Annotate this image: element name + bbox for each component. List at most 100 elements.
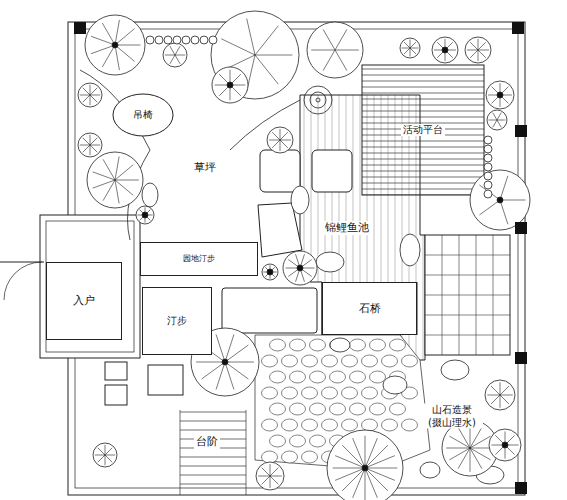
plan-stroke xyxy=(470,170,530,230)
plan-stroke xyxy=(470,42,478,50)
plan-stroke xyxy=(196,362,225,363)
plan-stroke xyxy=(270,468,278,476)
plan-stroke xyxy=(370,371,386,383)
plan-stroke xyxy=(83,145,90,152)
plan-stroke xyxy=(105,455,106,465)
plan-stroke xyxy=(165,55,175,56)
area-label: 活动平台 xyxy=(401,124,445,136)
plan-stroke xyxy=(46,221,134,352)
plan-stroke xyxy=(212,67,248,103)
plan-stroke xyxy=(90,145,100,146)
plan-stroke xyxy=(402,355,418,367)
plan-stroke xyxy=(175,55,185,56)
plan-stroke xyxy=(270,435,286,447)
plan-stroke xyxy=(310,371,326,383)
plan-stroke xyxy=(515,222,527,234)
plan-stroke xyxy=(500,395,501,408)
plan-stroke xyxy=(180,430,246,431)
plan-stroke xyxy=(256,462,284,490)
plan-stroke xyxy=(105,362,127,380)
plan-stroke xyxy=(310,403,326,415)
plan-stroke xyxy=(425,335,510,336)
plan-stroke xyxy=(493,113,497,120)
plan-stroke xyxy=(310,435,326,447)
plan-stroke xyxy=(297,265,303,271)
plan-stroke xyxy=(102,45,115,67)
plan-stroke xyxy=(410,42,416,48)
plan-stroke xyxy=(425,235,510,355)
chair-ellipse: 吊椅 xyxy=(112,93,174,137)
plan-stroke xyxy=(83,88,90,95)
plan-stroke xyxy=(225,362,248,379)
plan-stroke xyxy=(362,419,378,431)
plan-stroke xyxy=(425,295,510,296)
plan-stroke xyxy=(91,45,115,54)
plan-stroke xyxy=(216,362,225,389)
plan-stroke xyxy=(163,43,187,67)
plan-stroke xyxy=(148,365,183,395)
plan-stroke xyxy=(93,172,115,180)
plan-stroke xyxy=(290,371,306,383)
plan-stroke xyxy=(458,427,470,448)
plan-stroke xyxy=(500,395,513,396)
plan-stroke xyxy=(87,152,143,208)
plan-stroke xyxy=(470,50,478,58)
plan-stroke xyxy=(425,235,510,355)
plan-stroke xyxy=(484,154,492,162)
plan-stroke xyxy=(90,145,97,152)
plan-stroke xyxy=(467,50,478,51)
plan-stroke xyxy=(484,190,492,198)
plan-stroke xyxy=(270,339,286,351)
plan-stroke xyxy=(497,92,503,98)
plan-stroke xyxy=(202,362,225,379)
plan-stroke xyxy=(382,419,398,431)
plan-stroke xyxy=(470,448,471,472)
plan-stroke xyxy=(170,55,175,64)
plan-stroke xyxy=(410,48,419,49)
plan-stroke xyxy=(491,386,500,395)
plan-stroke xyxy=(90,85,91,95)
plan-stroke xyxy=(260,150,300,192)
plan-stroke xyxy=(370,339,386,351)
plan-stroke xyxy=(410,48,416,54)
plan-stroke xyxy=(327,430,403,500)
plan-stroke xyxy=(105,455,112,462)
plan-stroke xyxy=(74,22,527,494)
plan-stroke xyxy=(478,50,486,58)
plan-stroke xyxy=(493,120,497,127)
plan-stroke xyxy=(90,95,100,96)
plan-stroke xyxy=(479,200,500,215)
plan-stroke xyxy=(272,140,280,148)
plan-stroke xyxy=(262,387,278,399)
plan-stroke xyxy=(449,448,470,460)
plan-stroke xyxy=(142,183,504,484)
plan-label: 山石造景 (掇山理水) xyxy=(421,404,483,429)
plan-stroke xyxy=(255,55,278,84)
plan-stroke xyxy=(267,127,293,153)
area-label: 汀步 xyxy=(165,315,189,327)
plan-stroke xyxy=(350,371,366,383)
plan-stroke xyxy=(500,386,509,395)
plan-stroke xyxy=(191,36,199,44)
plan-stroke xyxy=(470,448,482,469)
plan-stroke xyxy=(500,200,508,224)
plan-stroke xyxy=(83,138,90,145)
plan-stroke xyxy=(484,172,492,180)
plan-stroke xyxy=(78,11,530,500)
plan-stroke xyxy=(170,46,175,55)
plan-stroke xyxy=(83,95,90,102)
plan-stroke xyxy=(93,443,117,467)
plan-stroke xyxy=(98,455,105,462)
plan-label: 草坪 xyxy=(192,161,218,175)
plan-stroke xyxy=(270,464,271,476)
plan-stroke xyxy=(330,371,346,383)
plan-stroke xyxy=(269,140,280,141)
plan-stroke xyxy=(316,98,320,102)
plan-stroke xyxy=(90,95,91,105)
area-label: 吊椅 xyxy=(131,109,155,121)
plan-stroke xyxy=(404,42,410,48)
plan-stroke xyxy=(280,140,288,148)
plan-stroke xyxy=(90,145,91,155)
plan-stroke xyxy=(497,120,506,121)
